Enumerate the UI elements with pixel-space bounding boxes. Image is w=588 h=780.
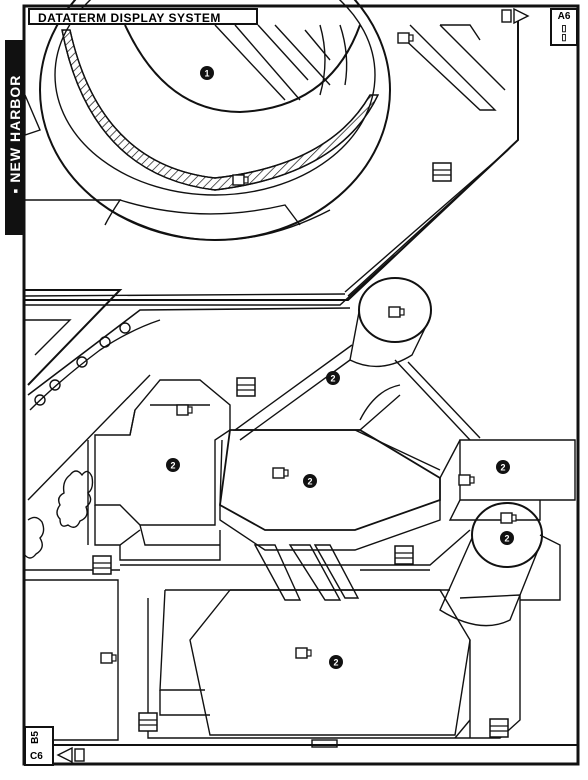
camera-icon [388, 306, 405, 318]
grid-ref-top-right: A6 ▯▯ [550, 8, 578, 46]
camera-icon [100, 652, 117, 664]
grid-ref-label: A6 [557, 11, 571, 22]
camera-icon [500, 512, 517, 524]
location-label: ▪ NEW HARBOR [7, 74, 23, 194]
map-linework [23, 0, 578, 748]
location-marker-1: 1 [200, 66, 214, 80]
location-marker-2: 2 [500, 531, 514, 545]
location-markers: 1 2 2 2 2 2 2 [166, 66, 514, 669]
location-marker-2: 2 [326, 371, 340, 385]
svg-text:2: 2 [170, 461, 175, 471]
location-marker-2: 2 [329, 655, 343, 669]
svg-text:2: 2 [500, 463, 505, 473]
camera-icon [458, 474, 475, 486]
app-title: DATATERM DISPLAY SYSTEM [38, 11, 221, 25]
svg-text:2: 2 [333, 658, 338, 668]
terminal-icon [394, 545, 414, 565]
camera-icon [176, 404, 193, 416]
grid-ref-label-b: C6 [30, 751, 43, 762]
terminal-icon [138, 712, 158, 732]
scroll-right-arrow [501, 7, 530, 25]
grid-ref-label-a: B5 [29, 731, 41, 744]
camera-icon [272, 467, 289, 479]
svg-text:2: 2 [330, 374, 335, 384]
camera-icon [295, 647, 312, 659]
scroll-left-arrow [56, 746, 85, 764]
terminal-icon [236, 377, 256, 397]
grid-ref-bottom-left: B5 C6 [24, 726, 54, 766]
svg-text:2: 2 [504, 534, 509, 544]
svg-text:2: 2 [307, 477, 312, 487]
location-sidebar: ▪ NEW HARBOR [5, 40, 25, 235]
location-marker-2: 2 [166, 458, 180, 472]
svg-text:1: 1 [204, 69, 209, 79]
terminal-icon [92, 555, 112, 575]
left-arrow-notch [24, 94, 41, 136]
terminal-icon [489, 718, 509, 738]
camera-icon [232, 174, 249, 186]
location-marker-2: 2 [496, 460, 510, 474]
app-title-bar: DATATERM DISPLAY SYSTEM [28, 8, 258, 25]
terminal-icon [432, 162, 452, 182]
location-marker-2: 2 [303, 474, 317, 488]
camera-icon [397, 32, 414, 44]
